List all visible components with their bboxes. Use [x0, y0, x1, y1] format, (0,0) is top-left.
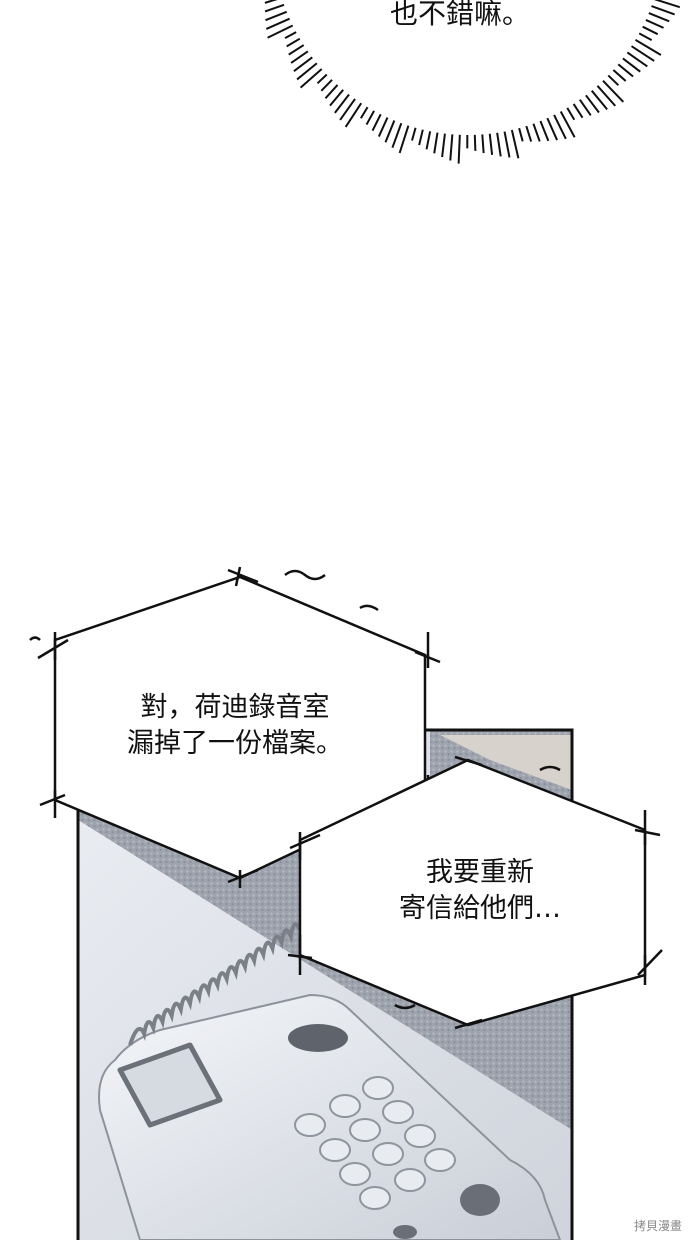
burst-ray — [590, 90, 608, 111]
burst-ray — [290, 50, 309, 64]
burst-ray — [622, 57, 641, 73]
burst-ray — [634, 38, 662, 56]
burst-ray — [264, 0, 278, 4]
burst-ray — [566, 107, 576, 121]
burst-ray — [546, 117, 558, 141]
burst-ray — [617, 63, 634, 78]
phone-cord — [128, 922, 302, 1046]
speech-bubble-1 — [29, 566, 441, 888]
burst-ray — [377, 117, 389, 137]
burst-ray — [288, 44, 305, 56]
burst-ray — [645, 19, 664, 29]
burst-caption: 也不錯嘛。 — [389, 0, 530, 30]
burst-ray — [299, 68, 323, 89]
burst-ray — [339, 98, 356, 121]
burst-ray — [532, 123, 541, 142]
burst-ray — [638, 32, 653, 42]
burst-ray — [267, 24, 294, 39]
burst-ray — [360, 106, 369, 119]
burst-ray — [265, 17, 290, 30]
speech-line: 漏掉了一份檔案。 — [127, 728, 343, 760]
burst-ray — [371, 113, 382, 132]
burst-ray — [320, 79, 333, 92]
burst-ray — [539, 120, 550, 142]
speech-bubble-1-text: 對，荷迪錄音室 漏掉了一份檔案。 — [70, 690, 400, 763]
burst-ray — [296, 62, 318, 81]
burst-ray — [572, 103, 584, 119]
burst-ray — [265, 10, 288, 22]
speech-line: 對，荷迪錄音室 — [140, 692, 330, 723]
burst-ray — [653, 0, 681, 9]
burst-ray — [473, 134, 477, 151]
watermark: 拷貝漫畫 — [633, 1219, 682, 1233]
burst-ray — [334, 93, 350, 114]
burst-rays — [264, 0, 681, 164]
burst-ray — [293, 56, 313, 72]
burst-ray — [411, 127, 417, 141]
burst-ray — [607, 74, 620, 86]
burst-ray — [329, 89, 344, 107]
burst-ray — [441, 133, 446, 158]
burst-ray — [286, 37, 301, 48]
burst-ray — [344, 102, 363, 128]
burst-ray — [648, 12, 670, 23]
burst-ray — [384, 120, 396, 143]
burst-ray — [284, 31, 297, 39]
burst-ray — [553, 114, 567, 140]
burst-ray — [642, 25, 659, 36]
burst-ray — [365, 110, 375, 126]
burst-ray — [449, 134, 454, 161]
burst-ray — [510, 129, 520, 159]
burst-ray — [630, 45, 655, 62]
burst-ray — [398, 125, 410, 154]
speech-bubble-2-text: 我要重新 寄信給他們… — [340, 855, 620, 928]
burst-ray — [525, 125, 533, 142]
speech-line: 寄信給他們… — [399, 893, 561, 925]
burst-ray — [602, 80, 625, 103]
burst-ray — [579, 99, 592, 116]
speech-bubble-2 — [287, 755, 663, 1030]
burst-ray — [418, 129, 424, 146]
burst-ray — [264, 3, 285, 13]
burst-ray — [496, 132, 502, 157]
phone-icon — [98, 993, 562, 1240]
burst-ray — [596, 85, 617, 107]
burst-ray — [457, 134, 461, 164]
speech-line: 我要重新 — [426, 857, 534, 888]
burst-ray — [626, 51, 648, 68]
burst-ray — [324, 84, 339, 99]
burst-ray — [425, 131, 432, 150]
burst-ray — [488, 133, 494, 155]
burst-ray — [518, 127, 524, 142]
burst-ray — [559, 111, 576, 138]
burst-ray — [612, 69, 627, 82]
burst-ray — [585, 94, 600, 114]
burst-ray — [433, 132, 439, 154]
burst-ray — [503, 131, 511, 158]
burst-ray — [391, 122, 403, 149]
burst-ray — [316, 73, 328, 85]
burst-ray — [651, 5, 675, 16]
burst-ray — [481, 134, 485, 154]
